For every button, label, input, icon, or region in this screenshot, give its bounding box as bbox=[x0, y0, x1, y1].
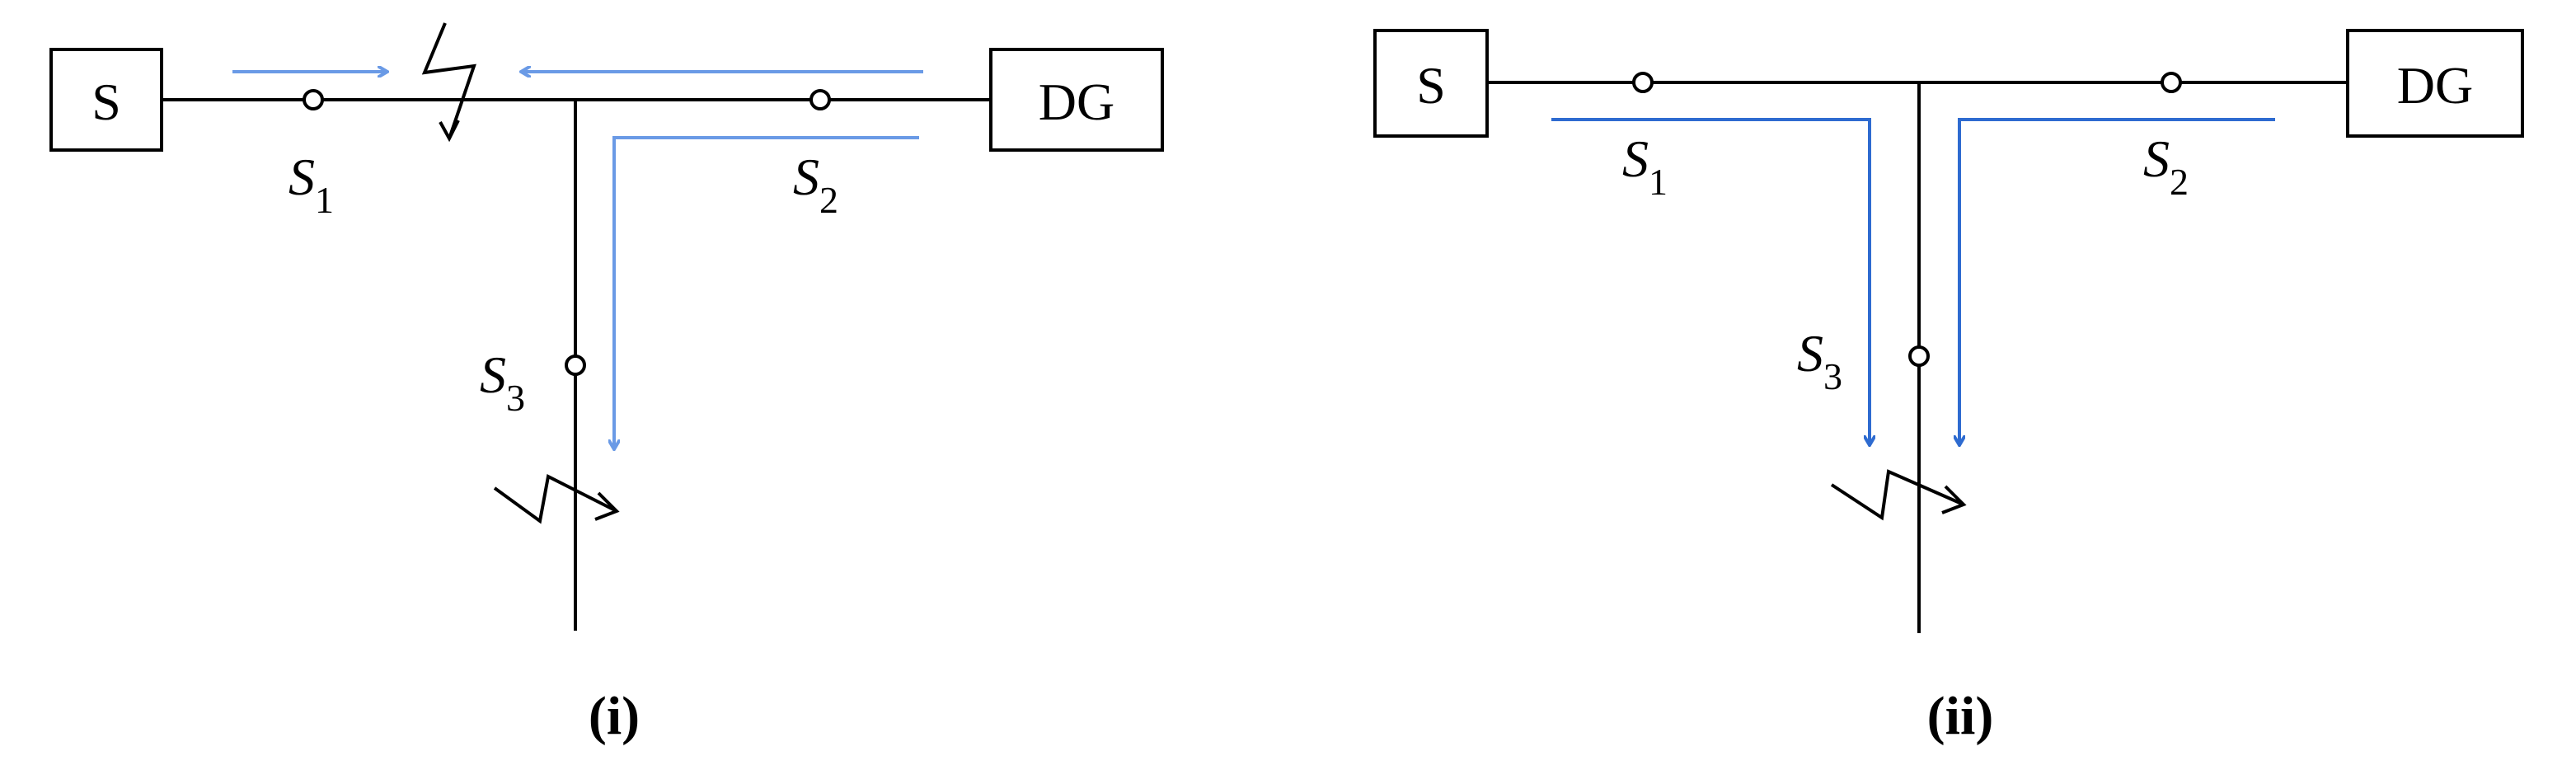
panel-caption-ii: (ii) bbox=[1927, 686, 1994, 746]
panel-i: S DG S1 S2 S3 bbox=[49, 22, 1164, 746]
flow-arrow-source-to-feeder bbox=[1551, 118, 1870, 445]
source-box: S bbox=[1373, 29, 1489, 138]
switch-s3-label: S3 bbox=[1797, 324, 1842, 397]
switch-s1-label: S1 bbox=[1622, 129, 1668, 203]
switch-s3 bbox=[1908, 345, 1930, 367]
switch-s2 bbox=[2161, 72, 2182, 93]
fault-feeder-arrowhead bbox=[594, 491, 620, 521]
dg-box: DG bbox=[989, 48, 1164, 152]
switch-s2-label: S2 bbox=[2143, 129, 2189, 203]
panel-caption-i: (i) bbox=[589, 686, 640, 746]
fault-feeder-arrowhead bbox=[1941, 485, 1967, 514]
panel-ii: S DG S1 S2 S3 (ii) bbox=[1373, 29, 2524, 746]
fault-bus-icon bbox=[421, 22, 476, 139]
dg-box: DG bbox=[2346, 29, 2524, 138]
dg-label: DG bbox=[2397, 56, 2473, 115]
flow-arrow-dg-to-feeder bbox=[1959, 118, 2275, 445]
source-label: S bbox=[91, 73, 121, 131]
source-label: S bbox=[1416, 56, 1446, 115]
switch-s3-label: S3 bbox=[480, 345, 525, 419]
fault-feeder-icon bbox=[1830, 469, 1964, 521]
switch-s1 bbox=[303, 89, 324, 110]
fault-bus-arrowhead bbox=[439, 120, 460, 143]
fault-feeder-icon bbox=[493, 474, 617, 524]
switch-s3 bbox=[565, 354, 586, 376]
switch-s1 bbox=[1632, 72, 1654, 93]
switch-s2 bbox=[809, 89, 831, 110]
switch-s1-label: S1 bbox=[289, 148, 334, 221]
switch-s2-label: S2 bbox=[793, 148, 838, 221]
dg-label: DG bbox=[1039, 73, 1114, 131]
flow-arrow-dg-to-feeder bbox=[614, 136, 919, 449]
source-box: S bbox=[49, 48, 163, 152]
